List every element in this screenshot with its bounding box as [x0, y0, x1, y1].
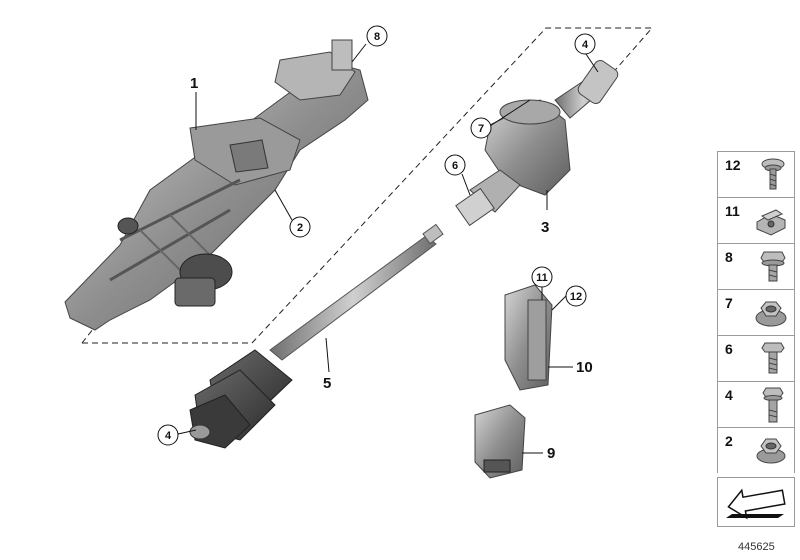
- callout-2-circle: [289, 216, 311, 238]
- panel-cell-2[interactable]: 2: [717, 427, 795, 473]
- callout-4-bottom: 4: [165, 430, 172, 442]
- control-unit-part-9: [474, 404, 526, 479]
- panel-cell-11[interactable]: 11: [717, 197, 795, 243]
- callout-3: 3: [541, 219, 549, 236]
- hex-flange-nut-icon: [755, 301, 787, 327]
- panel-number: 2: [725, 433, 733, 449]
- hex-nut-icon: [756, 438, 786, 464]
- lower-steering-shaft: [189, 223, 444, 449]
- direction-arrow-icon: [726, 488, 786, 520]
- assembly-boundary-dashed: [82, 27, 654, 344]
- panel-number: 6: [725, 341, 733, 357]
- panel-cell-8[interactable]: 8: [717, 243, 795, 289]
- panel-cell-12[interactable]: 12: [717, 151, 795, 197]
- callout-6-circle: [444, 154, 466, 176]
- callout-6: 6: [452, 160, 458, 172]
- flange-bolt-long-icon: [762, 387, 784, 423]
- callout-4-top-circle: [574, 33, 596, 55]
- panel-number: 7: [725, 295, 733, 311]
- document-number: 445625: [738, 541, 775, 553]
- callout-1: 1: [190, 75, 198, 92]
- flange-bolt-icon: [760, 251, 786, 282]
- callout-7-circle: [470, 117, 492, 139]
- callout-8-circle: [366, 25, 388, 47]
- callout-2: 2: [297, 222, 303, 234]
- screw-with-washer-icon: [761, 158, 785, 190]
- callout-11-circle: [531, 266, 553, 288]
- callout-12: 12: [570, 291, 582, 303]
- callout-8: 8: [374, 31, 380, 43]
- callout-7: 7: [478, 123, 484, 135]
- panel-number: 12: [725, 157, 741, 173]
- clip-nut-icon: [756, 209, 786, 236]
- panel-cell-6[interactable]: 6: [717, 335, 795, 381]
- callout-5: 5: [323, 375, 331, 392]
- panel-cell-4[interactable]: 4: [717, 381, 795, 427]
- callout-10: 10: [576, 359, 593, 376]
- panel-number: 8: [725, 249, 733, 265]
- callout-4-bottom-circle: [157, 424, 179, 446]
- callout-4-top: 4: [582, 39, 589, 51]
- callout-11: 11: [536, 272, 548, 284]
- leader-lines: [177, 43, 599, 454]
- panel-cell-7[interactable]: 7: [717, 289, 795, 335]
- callout-9: 9: [547, 445, 555, 462]
- hex-bolt-icon: [761, 342, 785, 374]
- bracket-part-10: [504, 284, 553, 391]
- panel-number: 4: [725, 387, 733, 403]
- direction-arrow-cell: [717, 477, 795, 527]
- callout-12-circle: [565, 285, 587, 307]
- upper-intermediate-shaft: [455, 60, 619, 227]
- small-parts-panel: 12 11 8 7 6: [717, 151, 795, 527]
- panel-number: 11: [725, 203, 740, 219]
- steering-column-assembly: [64, 39, 369, 331]
